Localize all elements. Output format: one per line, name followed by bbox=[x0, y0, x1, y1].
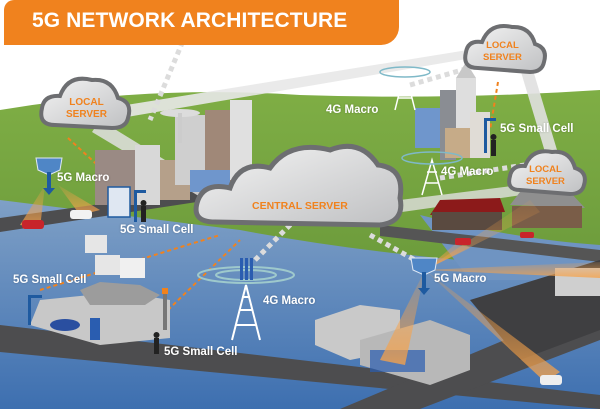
cloud-local-server-top-right bbox=[463, 24, 547, 75]
label-4g-macro-top: 4G Macro bbox=[326, 104, 379, 116]
cloud-local-server-mid-right bbox=[507, 149, 587, 197]
city-left-buildings bbox=[95, 100, 252, 205]
small-cell-poles bbox=[28, 118, 496, 330]
label-5g-small-cell-town-left: 5G Small Cell bbox=[13, 274, 87, 286]
tower-4g-top bbox=[379, 66, 431, 111]
local-server-left-line1: LOCAL bbox=[69, 97, 104, 108]
tower-4g-right bbox=[401, 151, 463, 196]
antenna-5g-macro-left bbox=[35, 157, 63, 195]
local-server-top-right-line2: SERVER bbox=[483, 52, 522, 63]
central-server-label: CENTRAL SERVER bbox=[252, 200, 348, 212]
local-server-mid-right-label: LOCAL SERVER bbox=[526, 164, 565, 188]
local-server-top-right-line1: LOCAL bbox=[486, 40, 519, 51]
local-server-left-line2: SERVER bbox=[66, 109, 107, 120]
cloud-local-server-left bbox=[39, 76, 132, 131]
road-right bbox=[380, 225, 600, 262]
label-5g-small-cell-town-bottom: 5G Small Cell bbox=[164, 346, 238, 358]
local-server-mid-right-line2: SERVER bbox=[526, 176, 565, 187]
label-5g-small-cell-city-right: 5G Small Cell bbox=[500, 123, 574, 135]
link-left-to-top-right bbox=[95, 48, 484, 122]
billboard bbox=[107, 186, 131, 218]
town-houses-left bbox=[30, 235, 170, 345]
city-right-buildings bbox=[415, 62, 490, 160]
title-banner: 5G NETWORK ARCHITECTURE bbox=[4, 0, 399, 45]
link-central-to-right bbox=[400, 185, 522, 212]
label-4g-macro-right: 4G Macro bbox=[441, 166, 494, 178]
local-server-top-right-label: LOCAL SERVER bbox=[483, 40, 522, 64]
signal-beams bbox=[20, 185, 600, 382]
link-top-right-to-mid bbox=[518, 60, 560, 162]
page-title: 5G NETWORK ARCHITECTURE bbox=[32, 9, 348, 32]
cloud-central-server bbox=[193, 143, 404, 228]
label-5g-small-cell-city-left: 5G Small Cell bbox=[120, 224, 194, 236]
local-server-mid-right-line1: LOCAL bbox=[529, 164, 562, 175]
cars bbox=[22, 210, 562, 385]
local-server-left-label: LOCAL SERVER bbox=[66, 97, 107, 121]
label-4g-macro-center: 4G Macro bbox=[263, 295, 316, 307]
tower-4g-center bbox=[197, 258, 295, 341]
label-5g-macro-left: 5G Macro bbox=[57, 172, 110, 184]
people bbox=[140, 134, 497, 354]
antenna-5g-macro-right bbox=[410, 257, 438, 295]
label-5g-macro-right: 5G Macro bbox=[434, 273, 487, 285]
